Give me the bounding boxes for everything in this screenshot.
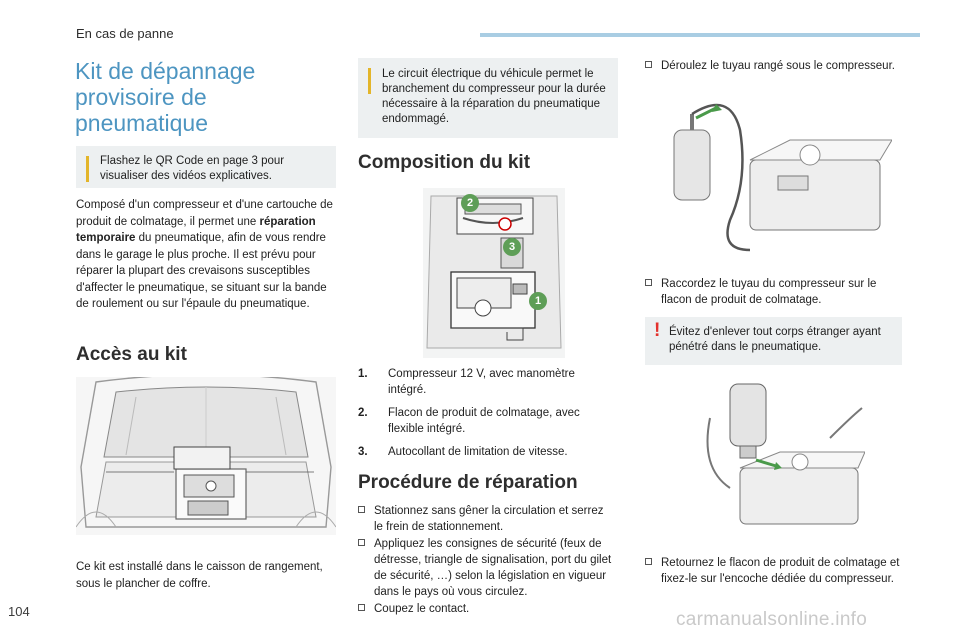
flip-drawing bbox=[706, 383, 865, 525]
access-text: Ce kit est installé dans le caisson de r… bbox=[76, 561, 323, 590]
checkbox-bullet-icon bbox=[358, 604, 365, 611]
item-text: Autocollant de limitation de vitesse. bbox=[388, 446, 568, 458]
checkbox-bullet-icon bbox=[645, 558, 652, 565]
item-text: Flacon de produit de colmatage, avec fle… bbox=[388, 407, 580, 435]
access-heading: Accès au kit bbox=[76, 344, 187, 365]
watermark: carmanualsonline.info bbox=[676, 609, 868, 630]
list-item: Retournez le flacon de produit de colmat… bbox=[645, 555, 900, 587]
flip-flacon-illustration bbox=[690, 378, 865, 533]
step-text: Déroulez le tuyau rangé sous le compress… bbox=[661, 60, 895, 72]
item-number: 3. bbox=[358, 446, 368, 458]
tip-icon bbox=[368, 68, 371, 94]
header-rule bbox=[480, 33, 920, 37]
warning-box: ! Évitez d'enlever tout corps étranger a… bbox=[645, 317, 902, 365]
kit-drawing bbox=[423, 188, 565, 358]
list-item: 1. Compresseur 12 V, avec manomètre intég… bbox=[358, 366, 606, 398]
list-item: Raccordez le tuyau du compresseur sur le… bbox=[645, 276, 895, 308]
procedure-list: Stationnez sans gêner la circulation et … bbox=[358, 503, 613, 618]
step-text: Appliquez les consignes de sécurité (feu… bbox=[374, 538, 612, 598]
kit-items-list: 1. Compresseur 12 V, avec manomètre intég… bbox=[358, 366, 606, 467]
composition-heading: Composition du kit bbox=[358, 152, 531, 173]
hose-illustration bbox=[660, 100, 892, 258]
procedure-heading: Procédure de réparation bbox=[358, 472, 578, 493]
intro-paragraph: Composé d'un compresseur et d'une cartou… bbox=[76, 197, 338, 313]
list-item: Coupez le contact. bbox=[358, 601, 613, 617]
section-header: En cas de panne bbox=[76, 26, 174, 41]
checkbox-bullet-icon bbox=[645, 61, 652, 68]
list-item: Appliquez les consignes de sécurité (feu… bbox=[358, 536, 613, 600]
electrical-tip-box: Le circuit électrique du véhicule permet… bbox=[358, 58, 618, 138]
step-text: Coupez le contact. bbox=[374, 603, 470, 615]
callout-1: 1 bbox=[529, 292, 547, 310]
trunk-drawing bbox=[76, 377, 336, 535]
qr-tip-text: Flashez le QR Code en page 3 pour visual… bbox=[100, 155, 285, 182]
warning-text: Évitez d'enlever tout corps étranger aya… bbox=[669, 326, 881, 353]
page-number: 104 bbox=[8, 604, 30, 619]
connect-step: Raccordez le tuyau du compresseur sur le… bbox=[645, 276, 895, 309]
list-item: Stationnez sans gêner la circulation et … bbox=[358, 503, 613, 535]
unroll-step: Déroulez le tuyau rangé sous le compress… bbox=[645, 58, 895, 75]
item-number: 1. bbox=[358, 368, 368, 380]
list-item: 2. Flacon de produit de colmatage, avec f… bbox=[358, 405, 606, 437]
kit-illustration: 2 3 1 bbox=[423, 188, 565, 358]
tip-icon bbox=[86, 156, 89, 182]
item-number: 2. bbox=[358, 407, 368, 419]
intro-text-1: Composé d'un compresseur et d'une cartou… bbox=[76, 199, 333, 228]
step-text: Retournez le flacon de produit de colmat… bbox=[661, 557, 900, 585]
flip-step: Retournez le flacon de produit de colmat… bbox=[645, 555, 900, 588]
checkbox-bullet-icon bbox=[358, 506, 365, 513]
qr-tip-box: Flashez le QR Code en page 3 pour visual… bbox=[76, 146, 336, 188]
list-item: 3. Autocollant de limitation de vitesse. bbox=[358, 444, 606, 460]
hose-drawing bbox=[673, 103, 892, 252]
item-text: Compresseur 12 V, avec manomètre intégré… bbox=[388, 368, 575, 396]
page-title: Kit de dépannage provisoire de pneumatiq… bbox=[75, 58, 256, 136]
warning-icon: ! bbox=[654, 320, 661, 341]
step-text: Stationnez sans gêner la circulation et … bbox=[374, 505, 604, 533]
intro-text-2: du pneumatique, afin de vous rendre dans… bbox=[76, 232, 327, 310]
callout-3: 3 bbox=[503, 238, 521, 256]
intro-bold: réparation temporaire bbox=[76, 215, 316, 245]
checkbox-bullet-icon bbox=[645, 279, 652, 286]
callout-2: 2 bbox=[461, 194, 479, 212]
checkbox-bullet-icon bbox=[358, 539, 365, 546]
electrical-tip-text: Le circuit électrique du véhicule permet… bbox=[382, 68, 606, 125]
list-item: Déroulez le tuyau rangé sous le compress… bbox=[645, 58, 895, 74]
step-text: Raccordez le tuyau du compresseur sur le… bbox=[661, 278, 877, 306]
trunk-illustration bbox=[76, 377, 336, 535]
